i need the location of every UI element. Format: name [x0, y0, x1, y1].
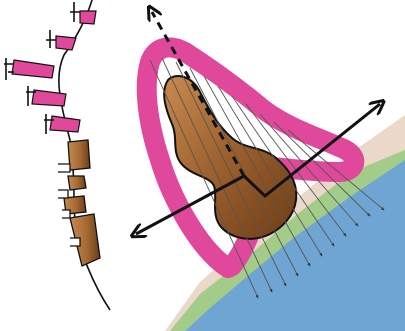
wood-block-2 [68, 176, 86, 190]
magenta-bar-5 [50, 116, 80, 132]
magenta-bar-2 [56, 36, 76, 50]
magenta-bar-1 [80, 11, 96, 24]
magenta-bar-4 [32, 90, 66, 106]
magenta-bars [12, 11, 96, 132]
wood-block-1 [68, 140, 90, 170]
magenta-bar-3 [12, 60, 54, 78]
wood-blocks [64, 140, 100, 266]
left-profile-group [4, 0, 110, 310]
